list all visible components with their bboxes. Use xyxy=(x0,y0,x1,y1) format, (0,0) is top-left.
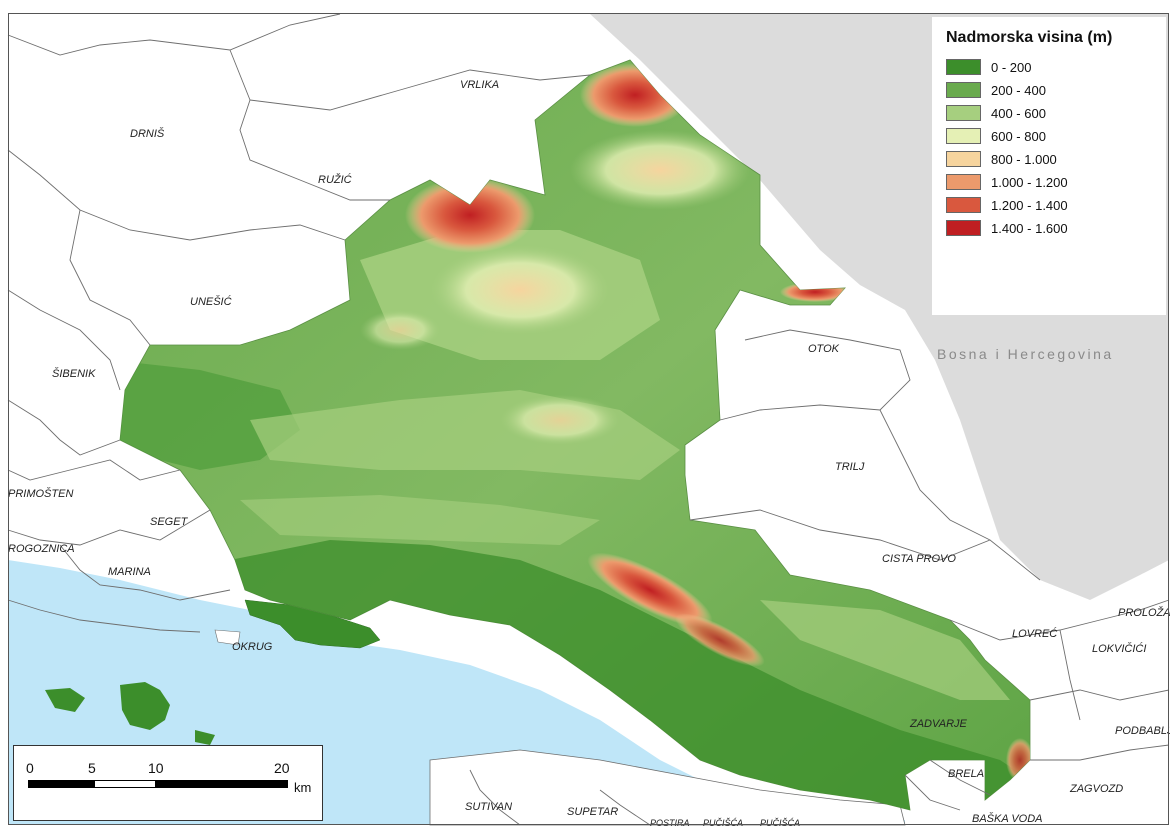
scale-segment-1 xyxy=(28,780,94,788)
legend-item: 600 - 800 xyxy=(946,126,1166,146)
island-drvenik-veli xyxy=(120,682,170,730)
legend-label: 200 - 400 xyxy=(991,82,1046,98)
scale-bar: 0 5 10 20 km xyxy=(13,745,323,821)
legend-item: 0 - 200 xyxy=(946,57,1166,77)
legend-label: 0 - 200 xyxy=(991,59,1032,75)
scale-segment-3 xyxy=(156,780,288,788)
legend-item: 800 - 1.000 xyxy=(946,149,1166,169)
legend-item: 200 - 400 xyxy=(946,80,1166,100)
legend-item: 400 - 600 xyxy=(946,103,1166,123)
legend-label: 1.200 - 1.400 xyxy=(991,197,1068,213)
label-vrlika: VRLIKA xyxy=(460,79,499,91)
relief-band-mid-4 xyxy=(760,600,1010,700)
label-otok: OTOK xyxy=(808,343,840,355)
label-baska-voda: BAŠKA VODA xyxy=(972,812,1043,825)
label-rogoznica: ROGOZNICA xyxy=(8,543,75,555)
label-lovrec: LOVREĆ xyxy=(1012,627,1057,640)
label-postira: POSTIRA xyxy=(650,818,690,828)
legend-label: 800 - 1.000 xyxy=(991,151,1057,167)
legend-label: 1.000 - 1.200 xyxy=(991,174,1068,190)
label-marina: MARINA xyxy=(108,566,151,578)
relief-band-mid-3 xyxy=(240,495,600,545)
label-prolozac: PROLOŽAC xyxy=(1118,606,1170,619)
legend-swatch xyxy=(946,174,981,190)
scale-segment-2 xyxy=(94,780,156,788)
relief-peak-svilaja xyxy=(405,177,535,253)
legend-swatch xyxy=(946,59,981,75)
legend-label: 600 - 800 xyxy=(991,128,1046,144)
label-sibenik: ŠIBENIK xyxy=(52,367,96,380)
legend-item: 1.200 - 1.400 xyxy=(946,195,1166,215)
legend-swatch xyxy=(946,197,981,213)
label-primosten: PRIMOŠTEN xyxy=(8,487,73,500)
scale-tick-20: 20 xyxy=(274,760,290,776)
legend-title: Nadmorska visina (m) xyxy=(946,29,1113,46)
label-pucisca-1: PUČIŠĆA xyxy=(703,818,743,828)
relief-plateau-central xyxy=(430,245,610,335)
legend-swatch xyxy=(946,128,981,144)
label-unesic: UNEŠIĆ xyxy=(190,295,232,308)
label-drnis: DRNIŠ xyxy=(130,127,165,140)
relief-peak-mosor xyxy=(587,552,713,628)
relief-western-lowland xyxy=(120,360,300,470)
legend-item: 1.000 - 1.200 xyxy=(946,172,1166,192)
legend-swatch xyxy=(946,151,981,167)
label-zagvozd: ZAGVOZD xyxy=(1069,783,1123,795)
relief-plateau-west xyxy=(360,310,440,350)
label-trilj: TRILJ xyxy=(835,461,865,473)
municipal-boundaries xyxy=(7,13,1170,826)
legend-item: 1.400 - 1.600 xyxy=(946,218,1166,238)
label-cista-provo: CISTA PROVO xyxy=(882,553,956,565)
label-sutivan: SUTIVAN xyxy=(465,801,512,813)
label-supetar: SUPETAR xyxy=(567,806,618,818)
island-small-2 xyxy=(214,629,241,646)
relief-plateau-north xyxy=(570,130,750,210)
legend-swatch xyxy=(946,82,981,98)
island-brac xyxy=(429,749,906,826)
relief-peak-mosor-east xyxy=(675,613,765,667)
label-brela: BRELA xyxy=(948,768,984,780)
legend-label: 400 - 600 xyxy=(991,105,1046,121)
label-ruzic: RUŽIĆ xyxy=(318,173,352,186)
label-pucisca-2: PUČIŠĆA xyxy=(760,818,800,828)
label-zadvarje: ZADVARJE xyxy=(909,718,968,730)
legend-label: 1.400 - 1.600 xyxy=(991,220,1068,236)
island-small-1 xyxy=(195,730,215,745)
legend-swatch xyxy=(946,220,981,236)
elevation-legend: Nadmorska visina (m) 0 - 200 200 - 400 400… xyxy=(932,17,1166,315)
legend-items: 0 - 200 200 - 400 400 - 600 600 - 800 800 - … xyxy=(946,57,1166,238)
scale-unit: km xyxy=(294,780,312,795)
scale-tick-0: 0 xyxy=(26,760,34,776)
label-seget: SEGET xyxy=(150,516,189,528)
legend-swatch xyxy=(946,105,981,121)
scale-tick-5: 5 xyxy=(88,760,96,776)
island-drvenik-mali xyxy=(45,688,85,712)
relief-plateau-east xyxy=(500,395,620,445)
label-podbablje: PODBABLJE xyxy=(1115,725,1170,737)
label-lokvicici: LOKVIČIĆI xyxy=(1092,642,1146,655)
label-country-bosnia: Bosna i Hercegovina xyxy=(937,346,1114,362)
scale-tick-10: 10 xyxy=(148,760,164,776)
label-okrug: OKRUG xyxy=(232,641,273,653)
